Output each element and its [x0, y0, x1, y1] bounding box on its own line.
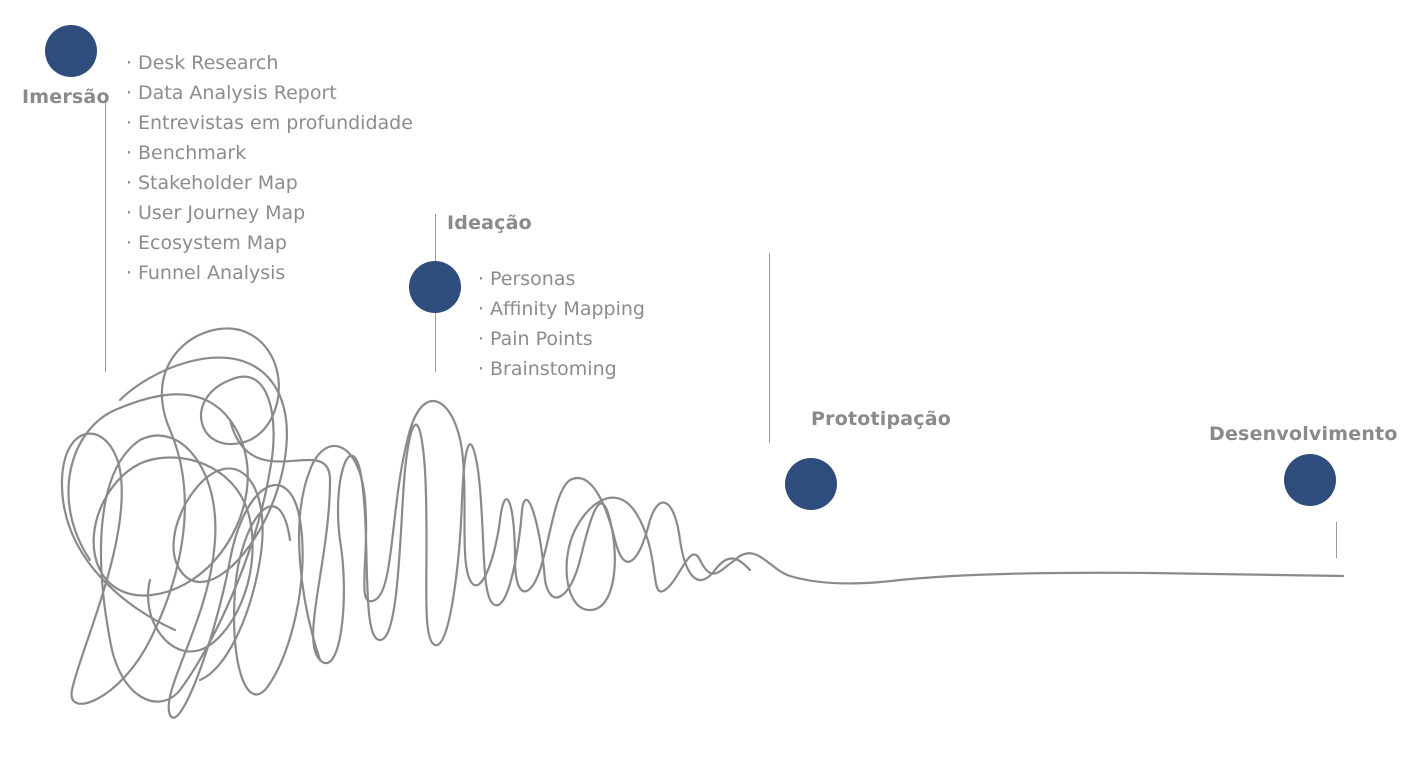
development-stage-dot [1284, 454, 1336, 506]
prototyping-stage-title: Prototipação [811, 408, 952, 430]
development-stage-title: Desenvolvimento [1209, 423, 1398, 445]
list-item: Entrevistas em profundidade [126, 108, 413, 138]
ideation-stage-dot [409, 261, 461, 313]
immersion-stage-title: Imersão [22, 86, 110, 108]
list-item: Desk Research [126, 48, 413, 78]
squiggle-line [60, 327, 1345, 719]
list-item: Data Analysis Report [126, 78, 413, 108]
prototyping-guide-line [769, 253, 770, 443]
ideation-stage-title: Ideação [447, 212, 532, 234]
list-item: Brainstoming [478, 354, 645, 384]
list-item: Pain Points [478, 324, 645, 354]
immersion-guide-line [105, 102, 106, 372]
list-item: Personas [478, 264, 645, 294]
list-item: Affinity Mapping [478, 294, 645, 324]
ideation-activity-list: Personas Affinity Mapping Pain Points Br… [478, 264, 645, 384]
list-item: Stakeholder Map [126, 168, 413, 198]
immersion-activity-list: Desk Research Data Analysis Report Entre… [126, 48, 413, 288]
list-item: Ecosystem Map [126, 228, 413, 258]
list-item: Funnel Analysis [126, 258, 413, 288]
immersion-stage-dot [45, 25, 97, 77]
list-item: User Journey Map [126, 198, 413, 228]
prototyping-stage-dot [785, 458, 837, 510]
development-guide-line [1336, 522, 1337, 558]
list-item: Benchmark [126, 138, 413, 168]
